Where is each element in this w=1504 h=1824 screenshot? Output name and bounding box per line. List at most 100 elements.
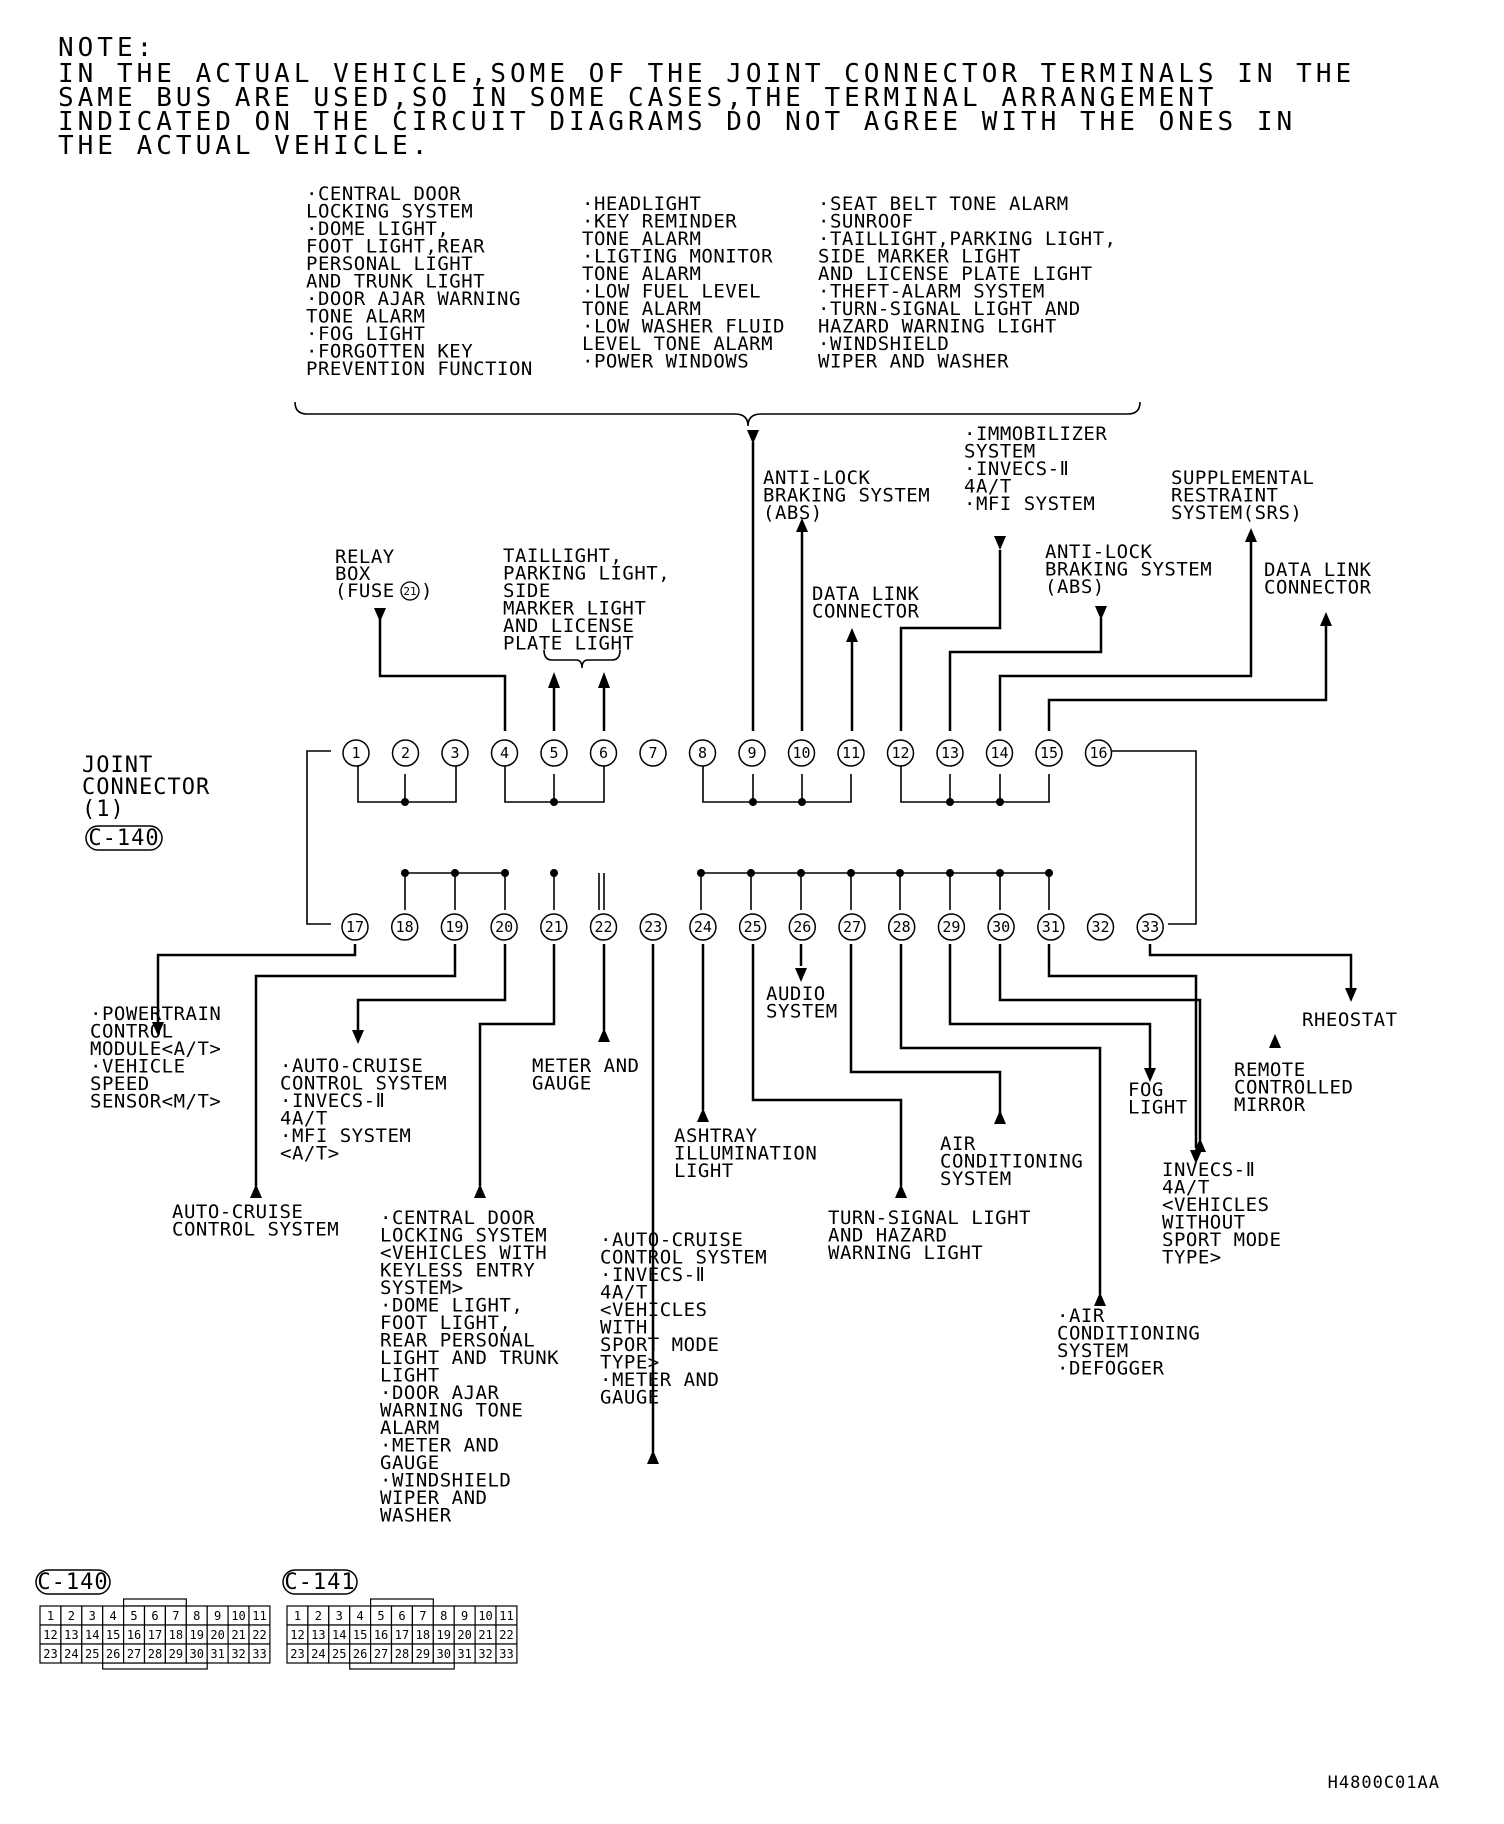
terminal-number: 10 [231,1609,245,1623]
auto-cruise-label-line: <VEHICLES [600,1299,707,1321]
pin-circle [1084,739,1113,767]
air-conditioning-label-line: CONDITIONING [1057,1323,1200,1345]
svg-text:(1): (1) [82,797,125,822]
pcm-label-line: ·VEHICLE [90,1056,186,1078]
pin-number: 31 [1042,918,1060,936]
central-door-label-line: LIGHT AND TRUNK [380,1347,559,1369]
terminal-number: 7 [419,1609,426,1623]
top-system-item: PREVENTION FUNCTION [306,358,533,380]
audio-label-line: AUDIO [766,983,826,1005]
terminal-number: 29 [169,1647,183,1661]
pin-circle [540,913,568,941]
fuse-number: 21 [403,585,416,598]
ashtray-label-line: LIGHT [674,1160,734,1182]
pin-circle [1037,913,1065,941]
top-system-item: ·DOOR AJAR WARNING [306,288,521,310]
pin-circle [589,739,618,767]
pcm-label-line: ·POWERTRAIN [90,1003,221,1025]
terminal-number: 12 [290,1628,304,1642]
meter-gauge-label-line: METER AND [532,1055,639,1077]
central-door-label-line: LOCKING SYSTEM [380,1225,547,1247]
connector-code: C-140 [37,1570,108,1595]
srs-label-line: SUPPLEMENTAL [1171,467,1314,489]
immobilizer-label-line: ·MFI SYSTEM [964,493,1095,515]
auto-cruise-label-line: 4A/T [280,1108,328,1130]
pin-circle [738,739,766,767]
pcm-label-line: CONTROL [90,1021,174,1043]
srs-label-line: RESTRAINT [1171,485,1278,507]
top-system-item: LOCKING SYSTEM [306,201,473,223]
connector-code: C-141 [284,1570,355,1595]
top-systems-brace [294,401,1141,427]
terminal-number: 6 [398,1609,405,1623]
pin-circle [540,739,568,767]
terminal-number: 29 [416,1647,430,1661]
central-door-label-line: ·WINDSHIELD [380,1470,511,1492]
pcm-label-line: SENSOR<M/T> [90,1091,221,1113]
terminal-number: 20 [457,1628,471,1642]
terminal-number: 21 [231,1628,245,1642]
terminal-number: 28 [148,1647,162,1661]
top-system-item: ·FORGOTTEN KEY [306,341,473,363]
pin-circle [639,913,667,941]
terminal-number: 4 [110,1609,117,1623]
top-system-item: ·POWER WINDOWS [582,351,749,373]
auto-cruise-label-line: ·MFI SYSTEM [280,1125,411,1147]
turn-signal-label-line: TURN-SIGNAL LIGHT [828,1207,1031,1229]
terminal-number: 19 [437,1628,451,1642]
top-system-item: TONE ALARM [582,263,701,285]
taillight-label-line: SIDE [503,580,551,602]
figure-code: H4800C01AA [1328,1773,1440,1793]
air-conditioning-label-line: AIR [940,1133,976,1155]
central-door-label-line: LIGHT [380,1365,440,1387]
terminal-number: 16 [127,1628,141,1642]
pin-number: 21 [545,918,563,936]
pin-circle [441,739,469,767]
abs-label-line: BRAKING SYSTEM [1045,559,1212,581]
fog-light-label-line: FOG [1128,1079,1164,1101]
pin-number: 26 [793,918,811,936]
terminal-number: 9 [461,1609,468,1623]
terminal-number: 17 [148,1628,162,1642]
central-door-label-line: GAUGE [380,1452,440,1474]
invecs-label-line: TYPE> [1162,1247,1222,1269]
top-system-item: ·HEADLIGHT [582,193,701,215]
central-door-label-line: ·CENTRAL DOOR [380,1207,535,1229]
note-line: IN THE ACTUAL VEHICLE,SOME OF THE JOINT … [58,59,1355,89]
top-system-item: WIPER AND WASHER [818,351,1009,373]
terminal-number: 14 [85,1628,99,1642]
terminal-number: 26 [106,1647,120,1661]
air-conditioning-label-line: SYSTEM [940,1168,1012,1190]
terminal-number: 1 [47,1609,54,1623]
pin-number: 25 [744,918,762,936]
pin-number: 28 [893,918,911,936]
auto-cruise-label-line: CONTROL SYSTEM [600,1247,767,1269]
top-system-item: ·TURN-SIGNAL LIGHT AND [818,298,1081,320]
top-system-item: TONE ALARM [582,228,701,250]
relay-box-label: RELAY BOX (FUSE 21 ) [335,546,432,602]
terminal-number: 15 [353,1628,367,1642]
terminal-number: 5 [130,1609,137,1623]
abs-label-line: (ABS) [763,502,823,524]
pin-number: 13 [941,744,959,762]
taillight-label-line: AND LICENSE [503,615,634,637]
svg-text:(FUSE: (FUSE [335,580,395,602]
terminal-number: 21 [478,1628,492,1642]
terminal-number: 24 [64,1647,78,1661]
auto-cruise-label-line: WITH [600,1317,648,1339]
taillight-label-line: TAILLIGHT, [503,545,622,567]
central-door-label-line: <VEHICLES WITH [380,1242,547,1264]
pin-circle [390,913,419,941]
remote-mirror-label-line: CONTROLLED [1234,1077,1353,1099]
central-door-label-line: WASHER [380,1505,452,1527]
pin-number: 11 [842,744,860,762]
terminal-number: 15 [106,1628,120,1642]
terminal-number: 33 [499,1647,513,1661]
terminal-number: 10 [478,1609,492,1623]
